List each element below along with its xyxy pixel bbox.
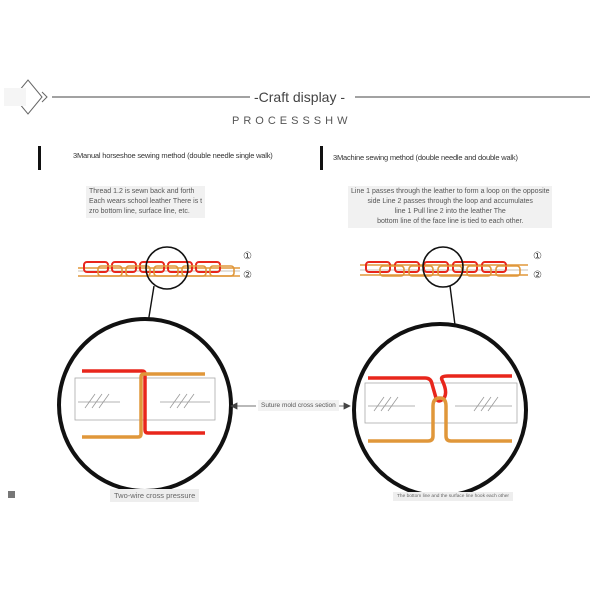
diamond-ornament-icon xyxy=(4,79,48,115)
left-section-marker xyxy=(38,146,41,170)
right-section-title: 3Machine sewing method (double needle an… xyxy=(333,153,518,162)
right-description-line: Line 1 passes through the leather to for… xyxy=(351,188,550,195)
right-zoom-circle xyxy=(422,246,464,288)
left-description-line: Each wears school leather There is t xyxy=(89,198,203,205)
right-zoom-connector xyxy=(449,285,456,326)
left-zoom-circle xyxy=(145,246,189,290)
right-section-marker xyxy=(320,146,323,170)
left-caption: Two-wire cross pressure xyxy=(110,489,200,502)
page-title: -Craft display - xyxy=(250,89,350,105)
right-description-line: line 1 Pull line 2 into the leather The xyxy=(394,208,506,215)
left-thread-label-1: ① xyxy=(243,251,252,262)
cross-section-label: Suture mold cross section xyxy=(258,400,339,411)
cross-section-arrows xyxy=(230,402,351,410)
left-cross-section xyxy=(57,317,233,493)
left-description-line: zro bottom line, surface line, etc. xyxy=(89,208,190,215)
right-thread-label-1: ① xyxy=(533,251,542,262)
left-description: Thread 1.2 is sewn back and forth Each w… xyxy=(86,186,206,218)
left-description-line: Thread 1.2 is sewn back and forth xyxy=(89,188,195,195)
left-zoom-connector xyxy=(147,285,155,324)
right-cross-section xyxy=(352,322,528,498)
right-stitch-strip xyxy=(360,261,528,277)
right-description-line: bottom line of the face line is tied to … xyxy=(377,218,524,225)
corner-square xyxy=(8,491,15,498)
right-description-line: side Line 2 passes through the loop and … xyxy=(367,198,533,205)
right-caption: The bottom line and the surface line hoo… xyxy=(393,492,513,501)
right-description: Line 1 passes through the leather to for… xyxy=(348,186,553,228)
page-subtitle: PROCESSSHW xyxy=(232,115,352,127)
left-thread-label-2: ② xyxy=(243,270,252,281)
left-section-title: 3Manual horseshoe sewing method (double … xyxy=(73,151,273,160)
left-stitch-strip xyxy=(78,261,240,277)
right-thread-label-2: ② xyxy=(533,270,542,281)
